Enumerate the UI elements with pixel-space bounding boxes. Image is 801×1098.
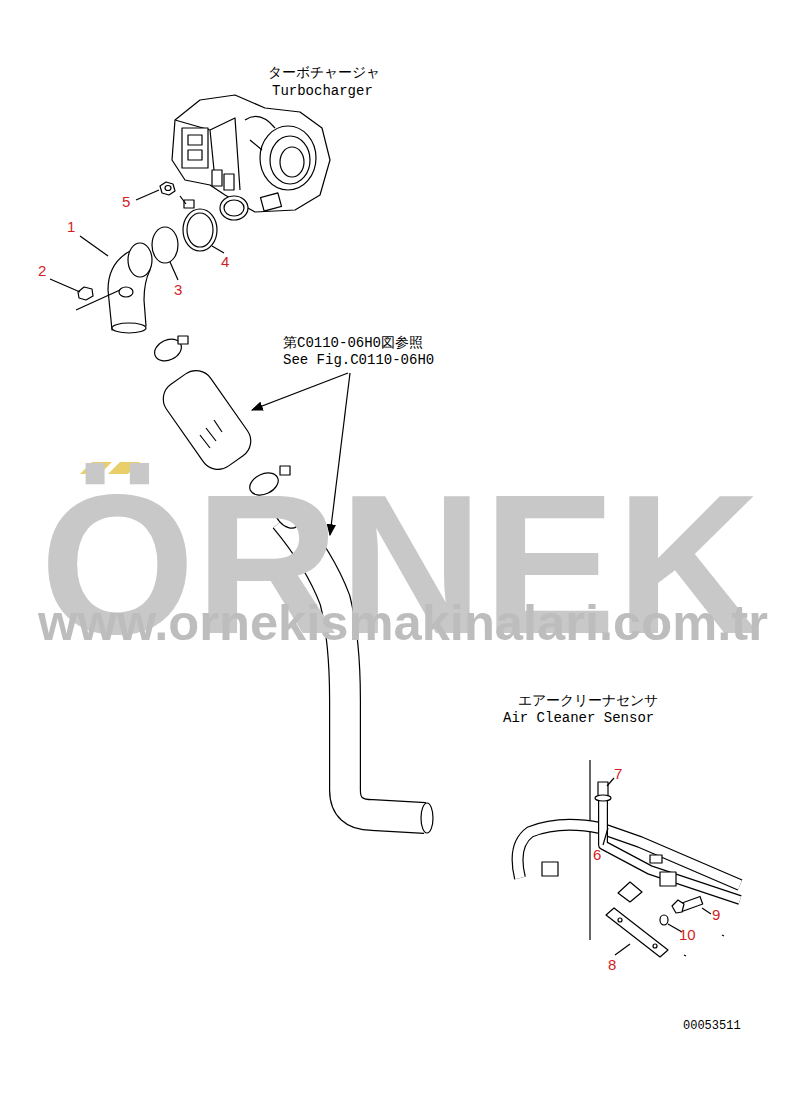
reference-note: See Fig.C0110-06H0 [283, 353, 434, 367]
sensor-wiring [518, 760, 740, 940]
washer [660, 915, 668, 925]
bolt [76, 287, 120, 310]
callout-number: 6 [593, 847, 601, 862]
bolt [672, 896, 703, 913]
callout-number: 9 [712, 907, 720, 922]
hose [156, 364, 258, 477]
air-cleaner-sensor [542, 782, 676, 886]
drawing-number: 00053511 [683, 1020, 741, 1032]
watermark-url: www.ornekismakinalari.com.tr [38, 598, 768, 649]
english-label: Turbocharger [272, 84, 373, 98]
turbocharger [172, 95, 330, 220]
callout-number: 7 [614, 766, 622, 781]
callout-number: 10 [679, 927, 696, 942]
english-label: Air Cleaner Sensor [503, 711, 654, 725]
o-ring [152, 227, 178, 263]
callout-number: 3 [174, 282, 182, 297]
callout-number: 5 [122, 194, 130, 209]
mounting-bracket [606, 882, 668, 957]
v-clamp [180, 196, 217, 251]
japanese-label: エアークリーナセンサ [518, 694, 658, 708]
callout-number: 8 [608, 957, 616, 972]
hose-clamp [151, 335, 188, 365]
japanese-label: 第C0110-06H0図参照 [283, 336, 423, 350]
nut [160, 182, 175, 195]
elbow-pipe [108, 243, 152, 333]
callout-number: 2 [38, 263, 46, 278]
callout-number: 1 [67, 219, 75, 234]
callout-number: 4 [221, 254, 229, 269]
japanese-label: ターボチャージャ [268, 66, 380, 80]
